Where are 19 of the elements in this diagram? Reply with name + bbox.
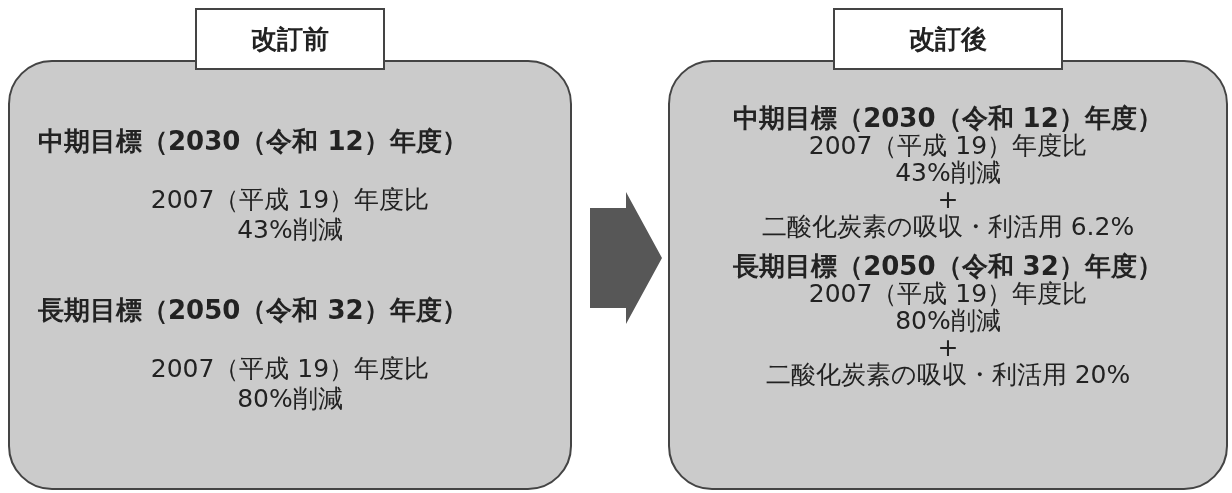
block-arrow xyxy=(590,192,662,324)
panel-heading: 改訂前 xyxy=(195,8,385,70)
target-heading: 長期目標（2050（令和 32）年度） xyxy=(733,252,1163,281)
target-text: 80%削減 xyxy=(237,384,343,415)
target-text: 2007（平成 19）年度比 xyxy=(150,354,430,385)
target-heading: 中期目標（2030（令和 12）年度） xyxy=(733,104,1163,133)
target-text: 43%削減 xyxy=(895,159,1001,187)
target-text: 2007（平成 19）年度比 xyxy=(808,132,1088,160)
target-text: 43%削減 xyxy=(237,215,343,246)
panel-heading: 改訂後 xyxy=(833,8,1063,70)
target-text: 二酸化炭素の吸収・利活用 20% xyxy=(765,361,1131,389)
target-text: 2007（平成 19）年度比 xyxy=(150,185,430,216)
target-heading: 長期目標（2050（令和 32）年度） xyxy=(37,295,468,327)
target-text: 80%削減 xyxy=(895,307,1001,335)
target-text: 2007（平成 19）年度比 xyxy=(808,280,1088,308)
target-heading: 中期目標（2030（令和 12）年度） xyxy=(37,126,468,158)
target-text: + xyxy=(937,334,959,362)
target-text: + xyxy=(937,186,959,214)
target-text: 二酸化炭素の吸収・利活用 6.2% xyxy=(761,213,1135,241)
